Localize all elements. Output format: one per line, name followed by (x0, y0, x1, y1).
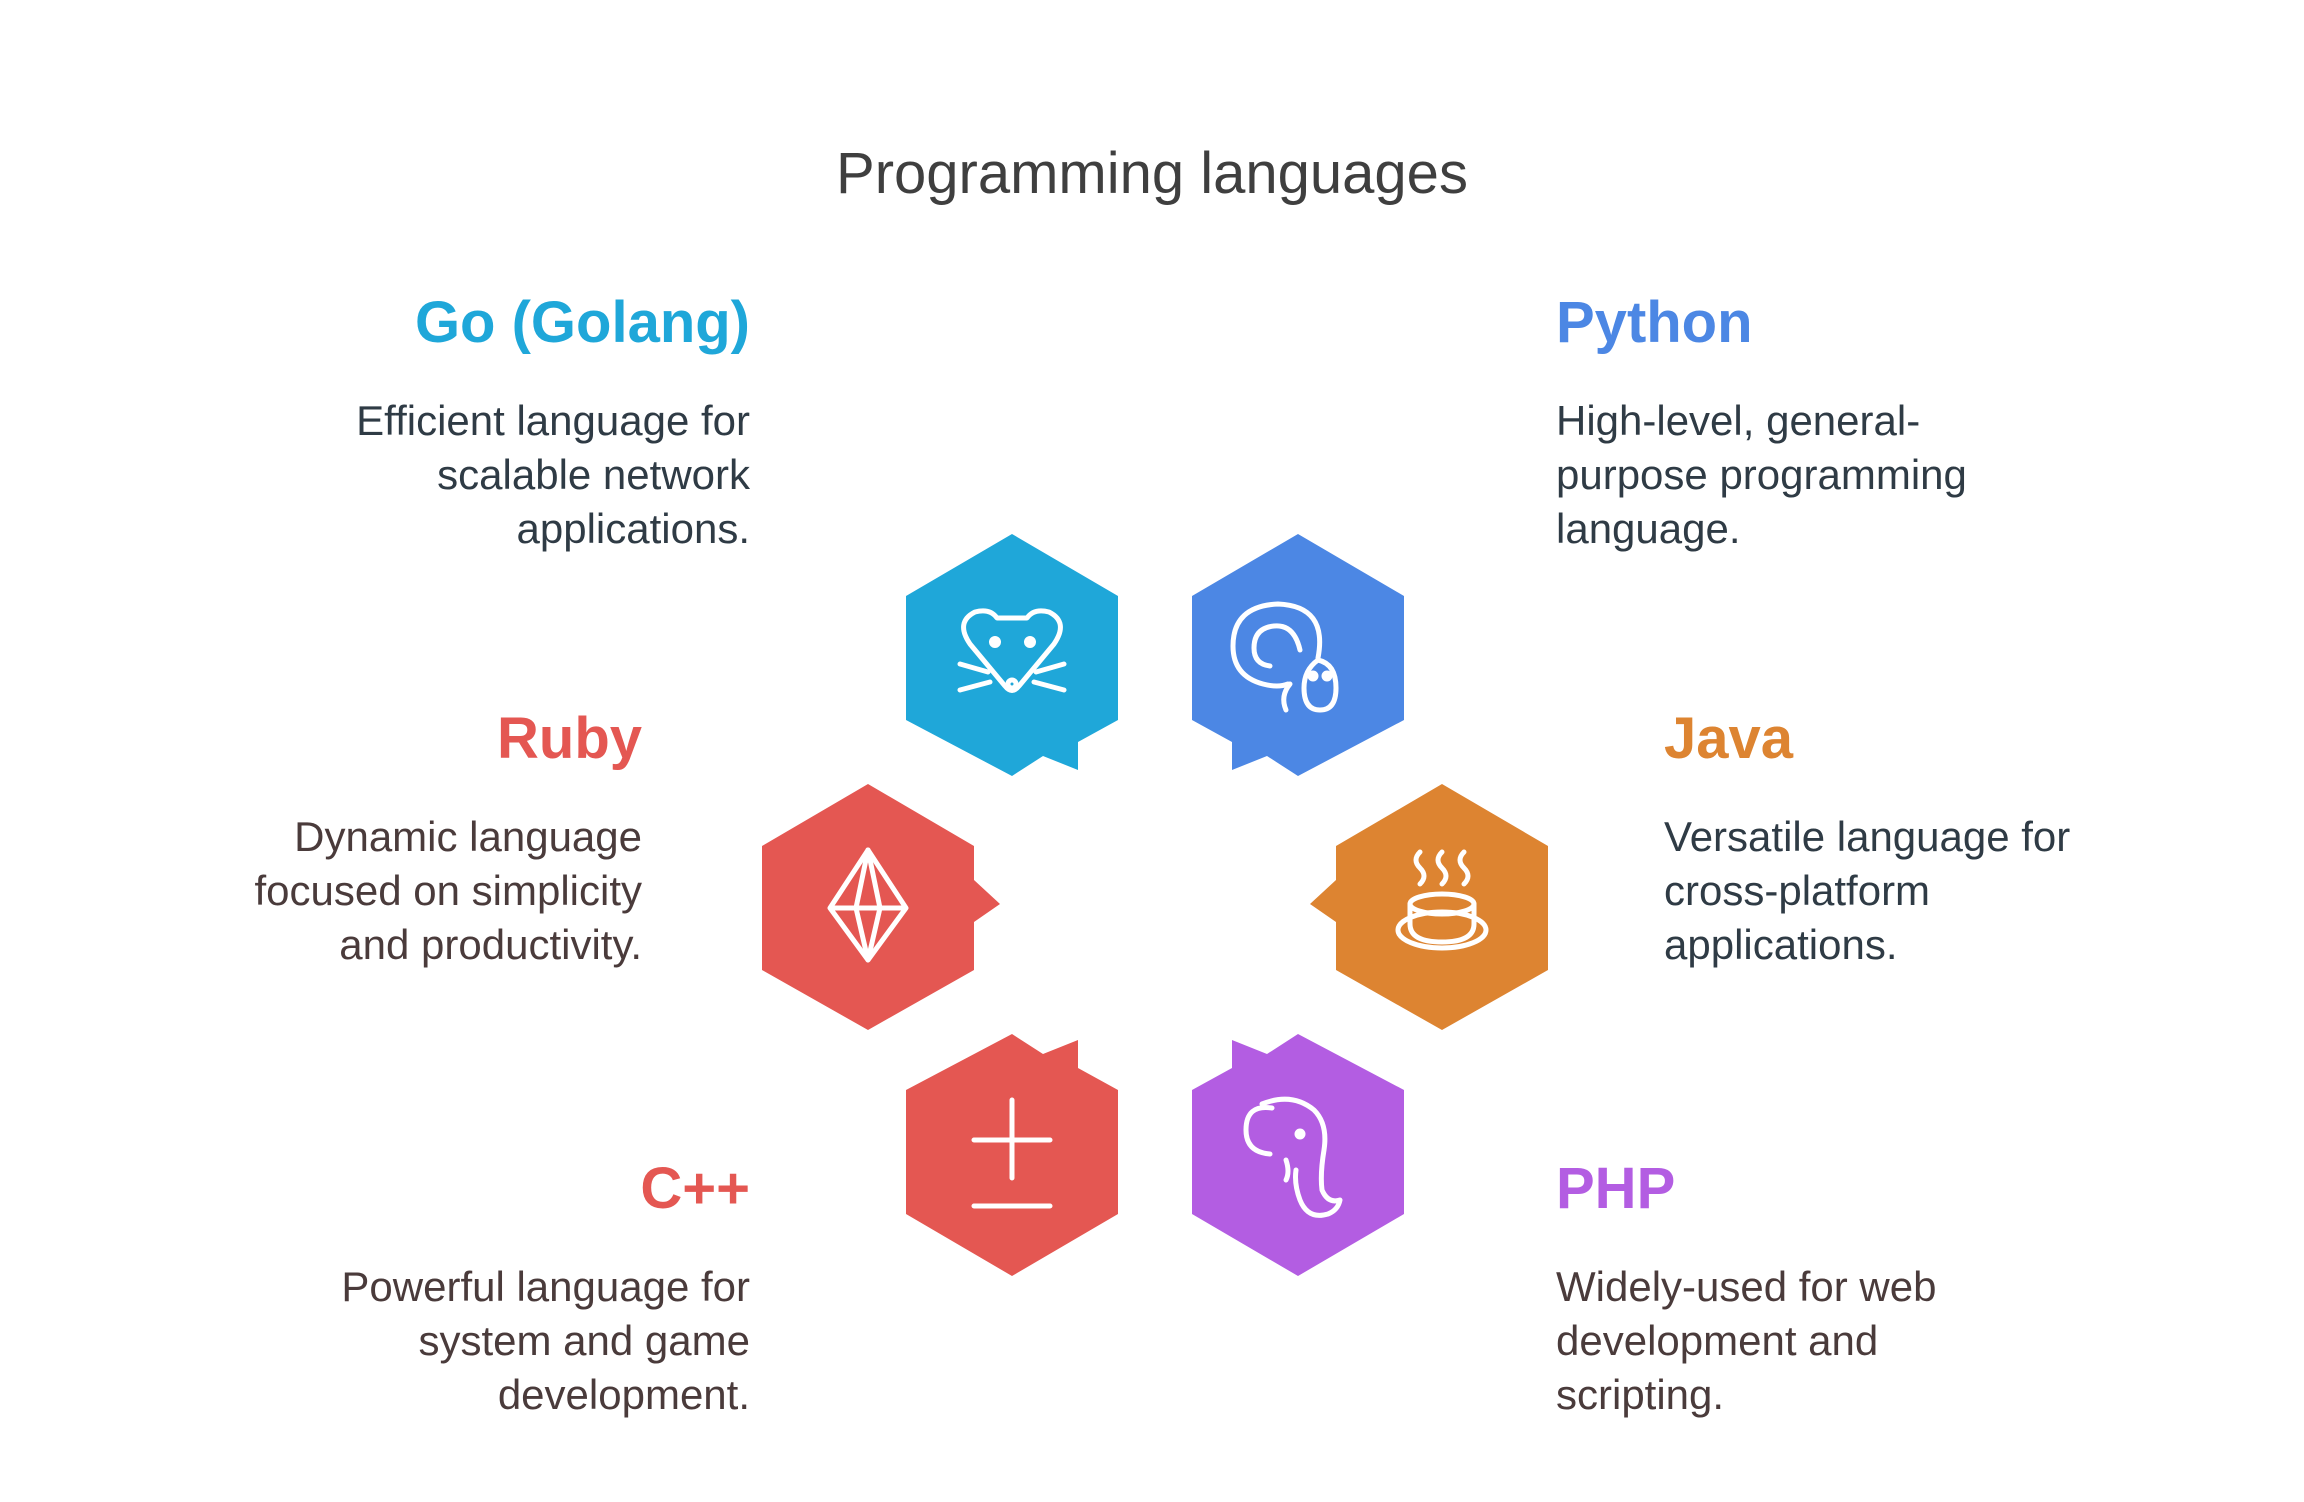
cpp-block: C++ Powerful language for system and gam… (150, 1154, 750, 1422)
php-hexagon-shape (1192, 1034, 1404, 1276)
cpp-hexagon (906, 1034, 1118, 1276)
php-block: PHP Widely-used for web development and … (1556, 1154, 2156, 1422)
python-heading: Python (1556, 290, 1753, 355)
php-heading: PHP (1556, 1156, 1676, 1221)
go-hexagon (906, 534, 1118, 776)
ruby-description: Dynamic language focused on simplicity a… (254, 813, 643, 968)
java-heading: Java (1664, 706, 1794, 771)
gopher-icon (957, 608, 1067, 693)
java-hexagon (1310, 784, 1548, 1030)
java-description: Versatile language for cross-platform ap… (1664, 813, 2071, 968)
coffee-cup-icon (1395, 849, 1489, 951)
cpp-description: Powerful language for system and game de… (341, 1263, 750, 1418)
java-block: Java Versatile language for cross-platfo… (1664, 704, 2264, 972)
go-hexagon-shape (906, 534, 1118, 776)
ruby-heading: Ruby (497, 706, 642, 771)
go-block: Go (Golang) Efficient language for scala… (150, 288, 750, 556)
php-hexagon (1192, 1034, 1404, 1276)
elephant-icon (1243, 1096, 1343, 1218)
go-heading: Go (Golang) (414, 290, 750, 355)
ruby-hexagon (762, 784, 1000, 1030)
page-title: Programming languages (836, 141, 1468, 206)
java-hexagon-shape (1310, 784, 1548, 1030)
go-description: Efficient language for scalable network … (356, 397, 750, 552)
plus-minus-icon (971, 1097, 1053, 1209)
ruby-block: Ruby Dynamic language focused on simplic… (40, 704, 643, 972)
python-block: Python High-level, general-purpose progr… (1556, 288, 2156, 556)
python-description: High-level, general-purpose programming … (1556, 397, 1967, 552)
gem-icon (827, 847, 909, 963)
python-hexagon-shape (1192, 534, 1404, 776)
php-description: Widely-used for web development and scri… (1556, 1263, 1937, 1418)
python-hexagon (1192, 534, 1404, 776)
cpp-heading: C++ (640, 1156, 750, 1221)
snake-icon (1230, 601, 1339, 713)
